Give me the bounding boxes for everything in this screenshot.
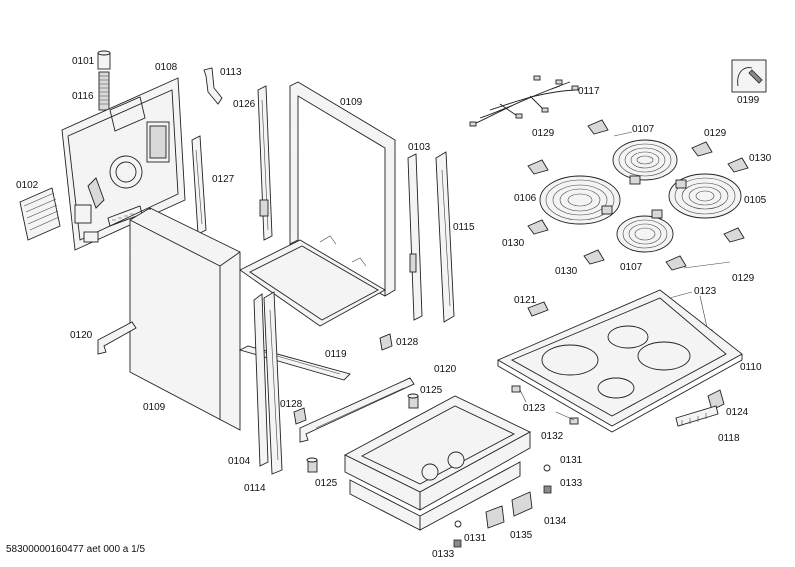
label-0129-b: 0129 xyxy=(704,128,727,139)
label-0133-b: 0133 xyxy=(432,549,455,560)
part-0123-clip-d xyxy=(569,417,579,425)
label-0103: 0103 xyxy=(408,142,431,153)
label-0113: 0113 xyxy=(220,67,242,78)
part-0109-side-panel xyxy=(129,207,241,431)
part-0103-rail xyxy=(407,153,423,321)
label-0104: 0104 xyxy=(228,456,251,467)
part-0131-washer-a xyxy=(543,464,551,472)
label-0131-a: 0131 xyxy=(560,455,583,466)
label-0125-a: 0125 xyxy=(420,385,443,396)
part-0102-filter xyxy=(19,187,61,241)
document-id-footer: 58300000160477 aet 000 a 1/5 xyxy=(6,544,146,555)
part-0135-bracket xyxy=(485,505,505,529)
part-0132-base-frame xyxy=(344,395,531,531)
part-0134-bracket xyxy=(511,491,533,517)
part-0106-heater-left xyxy=(539,175,621,225)
label-0124: 0124 xyxy=(726,407,749,418)
label-0107-b: 0107 xyxy=(620,262,643,273)
part-0107-heater-bottom xyxy=(616,209,674,253)
part-0130-clip-c xyxy=(527,219,549,235)
part-0101-cap xyxy=(97,50,111,70)
part-0124-connector xyxy=(707,389,725,411)
label-0127: 0127 xyxy=(212,174,235,185)
label-0199: 0199 xyxy=(737,95,760,106)
label-0105: 0105 xyxy=(744,195,767,206)
part-0109-frame xyxy=(239,81,396,327)
label-0106: 0106 xyxy=(514,193,537,204)
part-0121-bracket xyxy=(527,301,549,317)
label-0117: 0117 xyxy=(578,86,600,97)
label-0134: 0134 xyxy=(544,516,567,527)
part-0130-clip-b xyxy=(727,157,749,173)
part-0116-spring xyxy=(98,71,110,111)
leader-0123 xyxy=(519,291,709,421)
part-0118-terminal xyxy=(675,405,719,427)
label-0131-b: 0131 xyxy=(464,533,487,544)
part-0125-foot-a xyxy=(407,393,419,409)
part-0129-clip-b xyxy=(691,141,713,157)
part-0130-clip-a xyxy=(527,159,549,175)
label-0133-a: 0133 xyxy=(560,478,583,489)
label-0123-a: 0123 xyxy=(694,286,717,297)
label-0110: 0110 xyxy=(740,362,762,373)
label-0135: 0135 xyxy=(510,530,533,541)
part-0133-screw-a xyxy=(543,485,552,494)
part-0131-washer-b xyxy=(454,520,462,528)
label-0114: 0114 xyxy=(244,483,266,494)
part-0128-clip-b xyxy=(293,407,307,425)
label-0109-frame: 0109 xyxy=(340,97,363,108)
label-0123-b: 0123 xyxy=(523,403,546,414)
label-0119: 0119 xyxy=(325,349,347,360)
label-0121: 0121 xyxy=(514,295,537,306)
part-0128-clip-a xyxy=(379,333,393,351)
part-0130-clip-e xyxy=(583,249,605,265)
label-0116: 0116 xyxy=(72,91,94,102)
part-0125-foot-b xyxy=(306,457,318,473)
part-0110-cooktop-glass xyxy=(497,289,743,433)
label-0102: 0102 xyxy=(16,180,39,191)
label-0128-b: 0128 xyxy=(280,399,303,410)
part-0120-bracket-left xyxy=(97,321,137,355)
label-0130-c: 0130 xyxy=(555,266,578,277)
part-0117-wiring-harness xyxy=(469,75,579,127)
label-0115: 0115 xyxy=(453,222,475,233)
part-0123-clip-c xyxy=(511,385,521,393)
part-0105-heater-right xyxy=(668,173,742,219)
label-0118: 0118 xyxy=(718,433,740,444)
part-0113-bracket xyxy=(203,67,223,105)
part-0130-clip-d xyxy=(723,227,745,243)
label-0109-panel: 0109 xyxy=(143,402,166,413)
part-0127-rail xyxy=(191,135,207,235)
part-0129-clip-c xyxy=(665,255,687,271)
label-0132: 0132 xyxy=(541,431,564,442)
part-0115-rail xyxy=(435,151,455,323)
label-0107-a: 0107 xyxy=(632,124,655,135)
label-0130-a: 0130 xyxy=(749,153,772,164)
label-0128-a: 0128 xyxy=(396,337,419,348)
part-0108-rear-panel xyxy=(61,77,186,251)
label-0129-a: 0129 xyxy=(532,128,555,139)
label-0129-c: 0129 xyxy=(732,273,755,284)
part-0126-rail xyxy=(257,85,273,241)
part-0133-screw-b xyxy=(453,539,462,548)
part-0114-rail xyxy=(263,291,283,475)
label-0130-b: 0130 xyxy=(502,238,525,249)
label-0120-b: 0120 xyxy=(434,364,457,375)
label-0101: 0101 xyxy=(72,56,95,67)
label-0125-b: 0125 xyxy=(315,478,338,489)
part-0120-bracket-right xyxy=(299,377,415,443)
part-0107-heater-top xyxy=(612,139,678,185)
part-0104-rail xyxy=(253,293,269,467)
label-0108: 0108 xyxy=(155,62,178,73)
part-0129-clip-a xyxy=(587,119,609,135)
leader-0129 xyxy=(613,131,731,269)
label-0126: 0126 xyxy=(233,99,256,110)
label-0120-a: 0120 xyxy=(70,330,93,341)
part-0199-manual xyxy=(731,59,767,93)
